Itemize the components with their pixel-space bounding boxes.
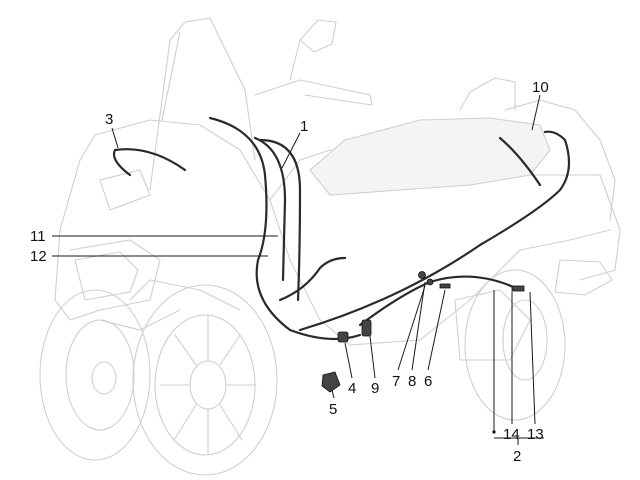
part-5 xyxy=(321,371,341,393)
callout-10: 10 xyxy=(532,79,549,96)
callout-3: 3 xyxy=(105,111,113,128)
callout-11: 11 xyxy=(30,228,46,245)
callout-14: 14 xyxy=(503,426,520,443)
part-4 xyxy=(337,331,349,343)
callout-5: 5 xyxy=(329,401,337,418)
leader-lines xyxy=(52,94,544,445)
callout-2: 2 xyxy=(513,448,521,465)
scooter-outline xyxy=(39,17,621,476)
part-14 xyxy=(511,285,525,292)
callout-8: 8 xyxy=(408,373,416,390)
part-9 xyxy=(361,319,372,337)
part-6 xyxy=(439,283,451,289)
callout-7: 7 xyxy=(392,373,400,390)
cable-1 xyxy=(208,116,362,341)
part-8 xyxy=(418,271,426,279)
callout-12: 12 xyxy=(30,248,47,265)
part-7 xyxy=(426,278,434,286)
callout-9: 9 xyxy=(371,380,379,397)
cable-3 xyxy=(113,148,187,172)
cable-12 xyxy=(258,138,302,302)
cable-11 xyxy=(253,136,287,282)
cable-10 xyxy=(298,130,571,332)
callout-labels: 1 2 3 4 5 6 7 8 9 10 11 12 13 14 xyxy=(30,79,549,465)
callout-1: 1 xyxy=(300,118,308,135)
callout-13: 13 xyxy=(527,426,544,443)
callout-6: 6 xyxy=(424,373,432,390)
cables xyxy=(112,116,571,393)
callout-4: 4 xyxy=(348,380,356,397)
